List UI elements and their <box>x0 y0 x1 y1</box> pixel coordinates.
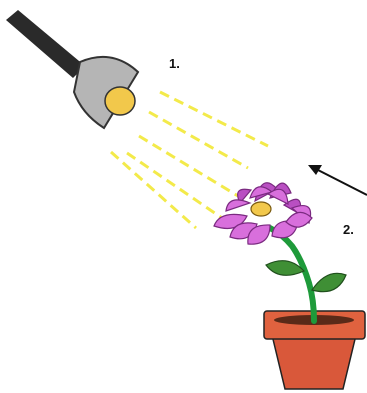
arrow-icon <box>308 165 367 195</box>
light-bulb-icon <box>105 87 135 115</box>
desk-lamp <box>6 10 138 128</box>
lamp-handle <box>6 10 85 78</box>
light-beams <box>111 92 268 228</box>
plant-label: 2. <box>343 222 354 237</box>
leaf-icon <box>312 273 346 291</box>
pot-body <box>272 335 356 389</box>
lamp-label: 1. <box>169 56 180 71</box>
flower-center <box>251 202 271 216</box>
